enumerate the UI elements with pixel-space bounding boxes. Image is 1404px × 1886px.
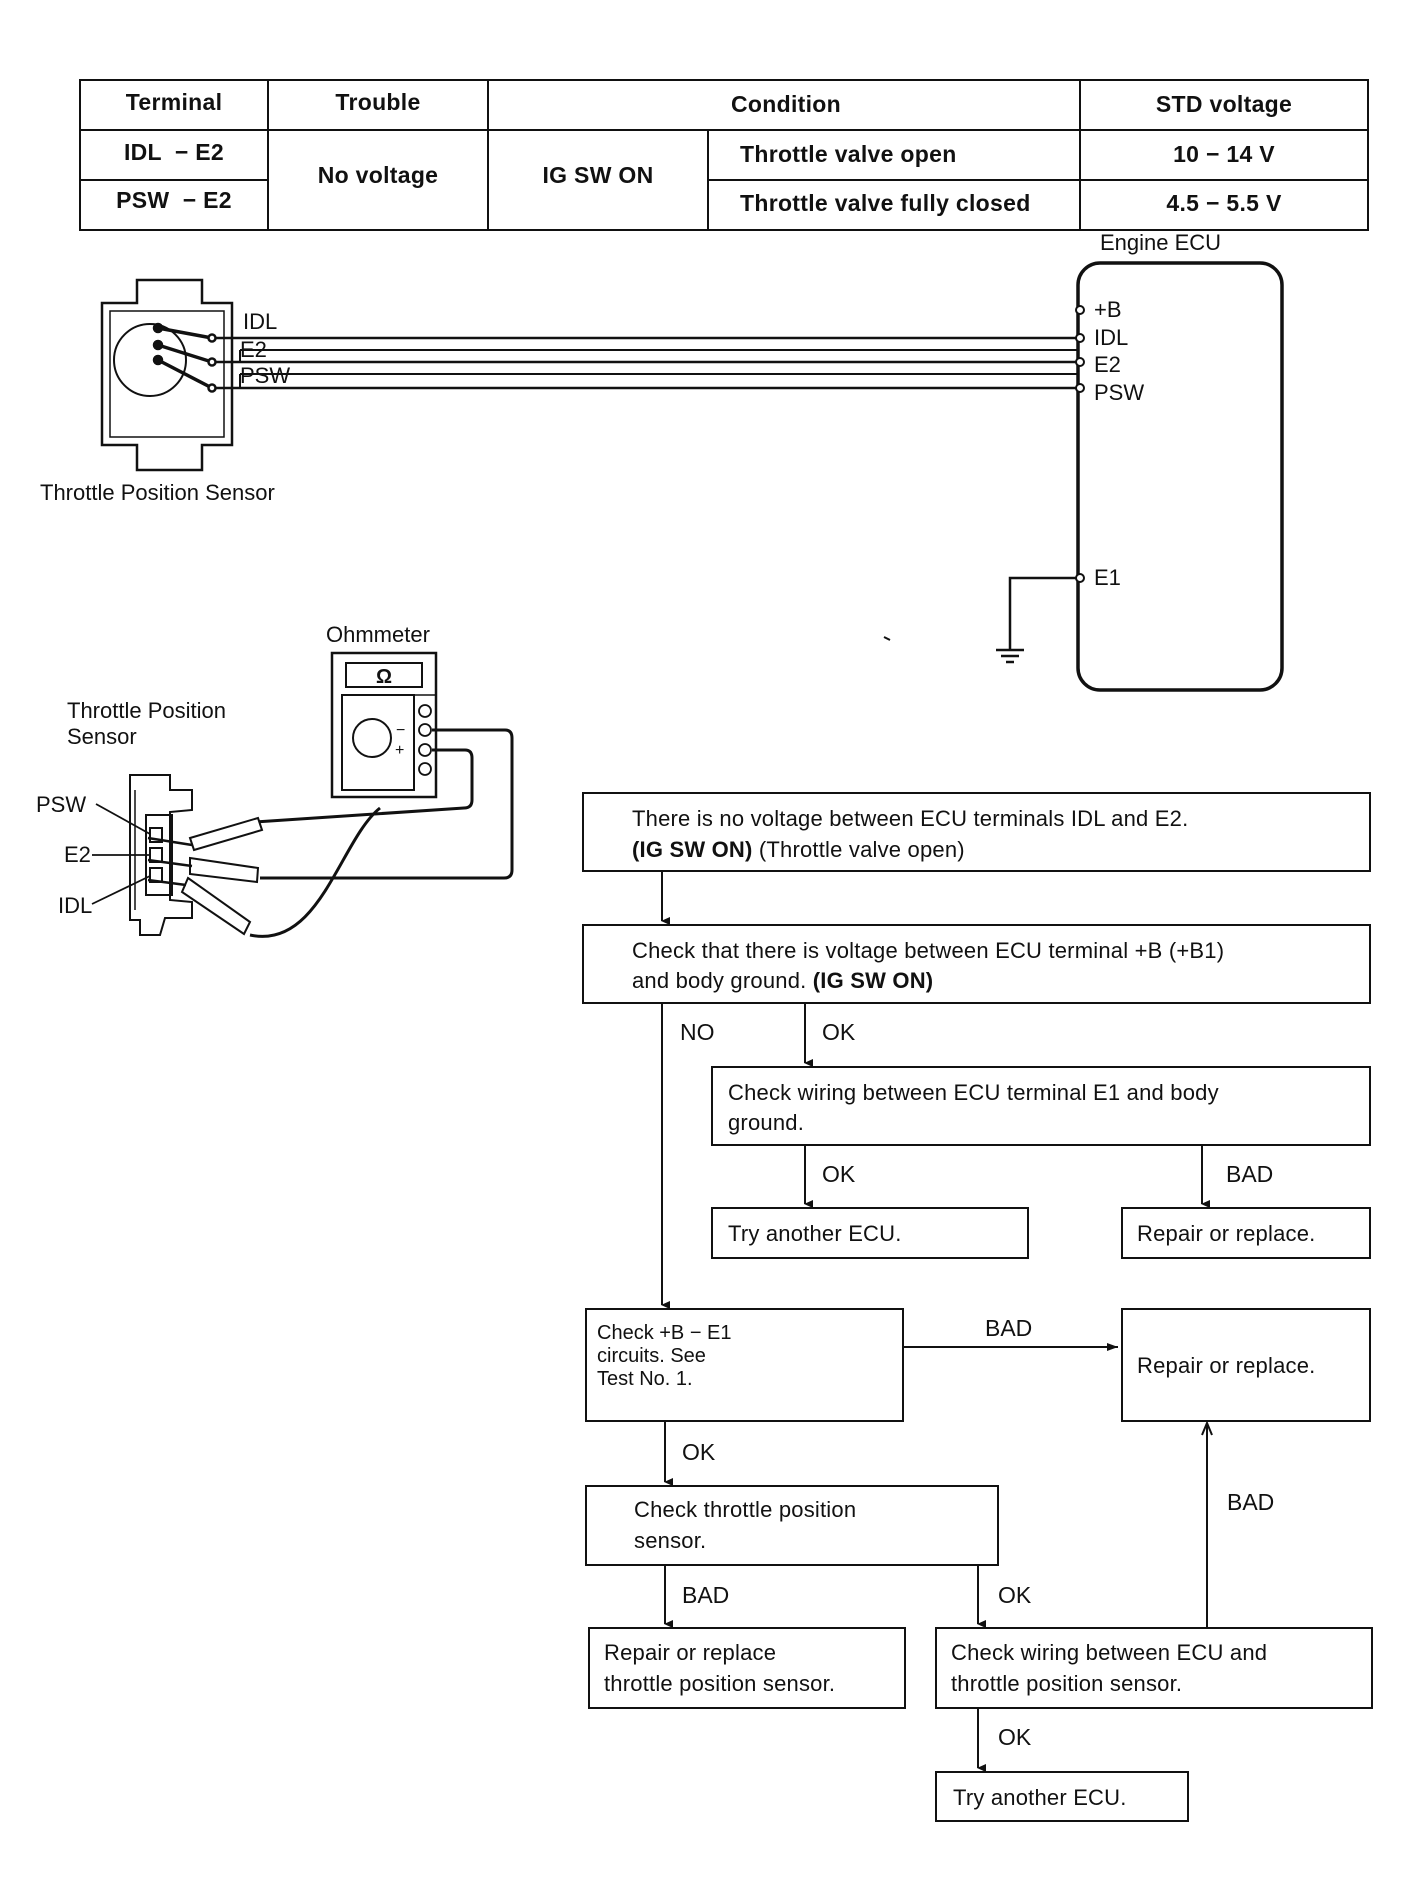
label-bad-4: BAD <box>682 1582 729 1608</box>
box2-line1: Check that there is voltage between ECU … <box>632 938 1224 963</box>
box1-throttle-open: (Throttle valve open) <box>753 837 965 862</box>
box6-line1: Check +B − E1 <box>597 1322 732 1344</box>
condition-valve-closed: Throttle valve fully closed <box>740 190 1031 216</box>
box2-ig-sw-on: (IG SW ON) <box>813 968 934 993</box>
ground-icon <box>996 576 1076 664</box>
probe-tips <box>147 816 264 936</box>
box7-repair-replace: Repair or replace. <box>1137 1353 1315 1378</box>
box11-try-another-ecu: Try another ECU. <box>953 1785 1127 1810</box>
box5-repair-replace: Repair or replace. <box>1137 1221 1315 1246</box>
box8-line1: Check throttle position <box>634 1497 856 1522</box>
sensor-caption: Throttle Position Sensor <box>40 480 275 505</box>
condition-valve-open: Throttle valve open <box>740 141 957 167</box>
label-bad-1: BAD <box>1226 1161 1273 1187</box>
box3-line1: Check wiring between ECU terminal E1 and… <box>728 1080 1219 1105</box>
flowchart-boxes <box>582 792 1373 1822</box>
terminal-idl-e2: IDL − E2 <box>124 139 224 165</box>
label-ok-4: OK <box>998 1582 1032 1608</box>
label-bad-3: BAD <box>1227 1489 1274 1515</box>
box8-line2: sensor. <box>634 1528 706 1553</box>
ecu-terminal-e1: E1 <box>1094 565 1121 590</box>
voltage-closed: 4.5 − 5.5 V <box>1166 190 1282 216</box>
ohmmeter-minus: − <box>396 722 405 739</box>
box6-line2: circuits. See <box>597 1345 706 1367</box>
header-trouble: Trouble <box>335 89 420 115</box>
box10-line1: Check wiring between ECU and <box>951 1640 1267 1665</box>
pin-leader-lines <box>91 803 151 905</box>
flowchart-arrows <box>661 871 1213 1772</box>
test-leads <box>249 728 514 938</box>
label-ok-5: OK <box>998 1724 1032 1750</box>
ecu-title: Engine ECU <box>1100 230 1221 255</box>
box6-line3: Test No. 1. <box>597 1368 693 1390</box>
label-ok-1: OK <box>822 1019 856 1045</box>
box4-try-another-ecu: Try another ECU. <box>728 1221 902 1246</box>
header-condition: Condition <box>731 91 841 117</box>
box10-line2: throttle position sensor. <box>951 1671 1182 1696</box>
ecu-terminal-psw: PSW <box>1094 380 1144 405</box>
label-no: NO <box>680 1019 715 1045</box>
tps-caption-line1: Throttle Position <box>67 698 226 723</box>
ohmmeter-title: Ohmmeter <box>326 622 430 647</box>
stray-mark <box>883 636 891 641</box>
header-terminal: Terminal <box>126 89 223 115</box>
label-bad-2: BAD <box>985 1315 1032 1341</box>
pin-label-psw: PSW <box>36 792 86 817</box>
ohmmeter-icon <box>330 651 438 799</box>
box1-line1: There is no voltage between ECU terminal… <box>632 806 1188 831</box>
spec-table <box>79 79 1369 231</box>
box2-line2: and body ground. (IG SW ON) <box>632 968 933 993</box>
ecu-terminal-e2: E2 <box>1094 352 1121 377</box>
sensor-terminal-psw: PSW <box>240 363 290 388</box>
throttle-sensor-symbol <box>100 278 234 472</box>
label-ok-2: OK <box>822 1161 856 1187</box>
pin-label-e2: E2 <box>64 842 91 867</box>
ohmmeter-plus: + <box>395 742 404 759</box>
box2-body-ground: and body ground. <box>632 968 813 993</box>
box1-line2: (IG SW ON) (Throttle valve open) <box>632 837 965 862</box>
voltage-open: 10 − 14 V <box>1173 141 1275 167</box>
ohm-symbol: Ω <box>376 666 392 688</box>
tps-caption-line2: Sensor <box>67 724 137 749</box>
trouble-no-voltage: No voltage <box>318 162 439 188</box>
sensor-terminal-idl: IDL <box>243 309 277 334</box>
pin-label-idl: IDL <box>58 893 92 918</box>
ecu-terminal-idl: IDL <box>1094 325 1128 350</box>
signal-wires <box>215 336 1078 390</box>
box9-line2: throttle position sensor. <box>604 1671 835 1696</box>
condition-ig-sw-on: IG SW ON <box>542 162 653 188</box>
engine-ecu-box <box>1075 261 1284 692</box>
header-std-voltage: STD voltage <box>1156 91 1292 117</box>
terminal-psw-e2: PSW − E2 <box>116 187 232 213</box>
box3-line2: ground. <box>728 1110 804 1135</box>
label-ok-3: OK <box>682 1439 716 1465</box>
box1-ig-sw-on: (IG SW ON) <box>632 837 753 862</box>
ecu-terminal-plus-b: +B <box>1094 297 1122 322</box>
box9-line1: Repair or replace <box>604 1640 776 1665</box>
